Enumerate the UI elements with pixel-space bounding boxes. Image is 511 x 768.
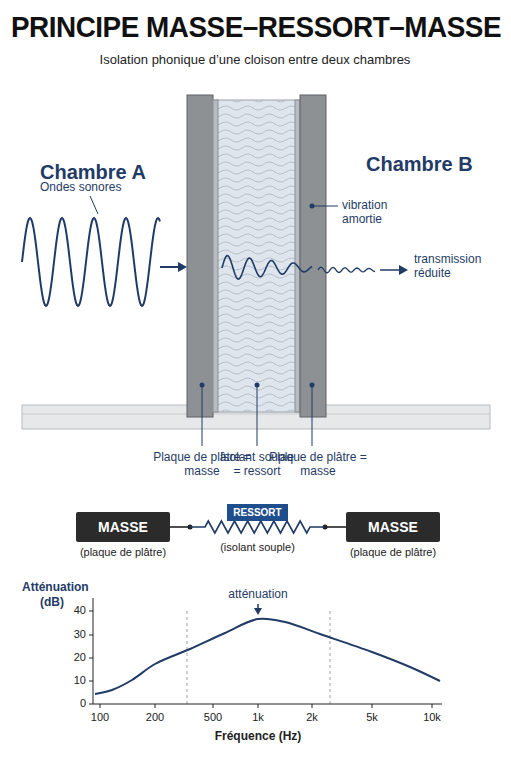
mass-block: MASSE (plaque de plâtre): [346, 512, 440, 558]
y-axis: [93, 598, 94, 704]
tick: [258, 704, 259, 708]
tick: [89, 704, 93, 705]
axis-title: Fréquence (Hz): [178, 729, 338, 743]
mass-block: MASSE (plaque de plâtre): [76, 512, 170, 558]
axis-title: Atténuation: [22, 580, 102, 594]
leader-dot: [310, 383, 315, 388]
leader-dot: [310, 204, 315, 209]
sound-wave: [22, 218, 160, 306]
plasterboard: [300, 95, 326, 417]
block-caption: (isolant souple): [188, 541, 327, 553]
tick: [89, 635, 93, 636]
callout-label: vibration amortie: [342, 198, 422, 227]
subtitle: Isolation phonique d’une cloison entre d…: [15, 52, 495, 68]
callout-label: transmission réduite: [414, 252, 504, 281]
tick-label: 40: [56, 604, 86, 617]
leader-dot: [255, 383, 260, 388]
stud: [295, 100, 300, 412]
tick: [432, 704, 433, 708]
spring-link: [327, 526, 346, 528]
transmitted-wave: [318, 267, 375, 273]
tick: [213, 704, 214, 708]
x-axis: [93, 704, 442, 705]
block-label: RESSORT: [227, 504, 287, 521]
tick-label: 30: [56, 628, 86, 641]
tick-label: 5k: [352, 711, 392, 724]
spring-symbol: [190, 521, 325, 533]
tick: [89, 611, 93, 612]
arrow-head: [178, 262, 187, 272]
title: PRINCIPE MASSE–RESSORT–MASSE: [11, 10, 501, 44]
part-label: Plaque de plâtre = masse: [268, 450, 368, 479]
tick-label: 100: [80, 711, 120, 724]
tick-label: 10k: [412, 711, 452, 724]
tick-label: 2k: [292, 711, 332, 724]
leader-line: [257, 385, 258, 446]
tick-label: 500: [193, 711, 233, 724]
tick-label: 0: [56, 697, 86, 710]
tick: [155, 704, 156, 708]
tick-label: 20: [56, 651, 86, 664]
leader-line: [90, 196, 98, 214]
wave-arrow: [380, 269, 400, 271]
tick: [89, 681, 93, 682]
plasterboard: [187, 95, 213, 417]
room-label: Chambre B: [366, 152, 506, 176]
block-caption: (plaque de plâtre): [346, 546, 440, 558]
tick: [89, 658, 93, 659]
tick: [372, 704, 373, 708]
leader-dot: [200, 383, 205, 388]
wave-arrow: [160, 266, 180, 268]
zone-line: [187, 611, 188, 704]
block-caption: (plaque de plâtre): [76, 546, 170, 558]
spring-element: RESSORT (isolant souple): [188, 502, 327, 553]
floor-line: [22, 414, 490, 415]
tick-label: 200: [135, 711, 175, 724]
block-label: MASSE: [346, 512, 440, 542]
tick: [312, 704, 313, 708]
arrow-head: [399, 265, 408, 275]
leader-line: [312, 385, 313, 446]
stud: [213, 100, 218, 412]
arrow-head: [254, 608, 262, 615]
spring-link: [170, 526, 188, 528]
tick: [100, 704, 101, 708]
attenuation-curve: [95, 619, 440, 694]
leader-line: [312, 206, 338, 207]
wave-label: Ondes sonores: [40, 180, 150, 194]
tick-label: 1k: [238, 711, 278, 724]
tick-label: 10: [56, 674, 86, 687]
zone-line: [330, 611, 331, 704]
damped-wave: [222, 256, 312, 279]
annotation: atténuation: [208, 587, 308, 601]
block-label: MASSE: [76, 512, 170, 542]
leader-line: [202, 385, 203, 446]
